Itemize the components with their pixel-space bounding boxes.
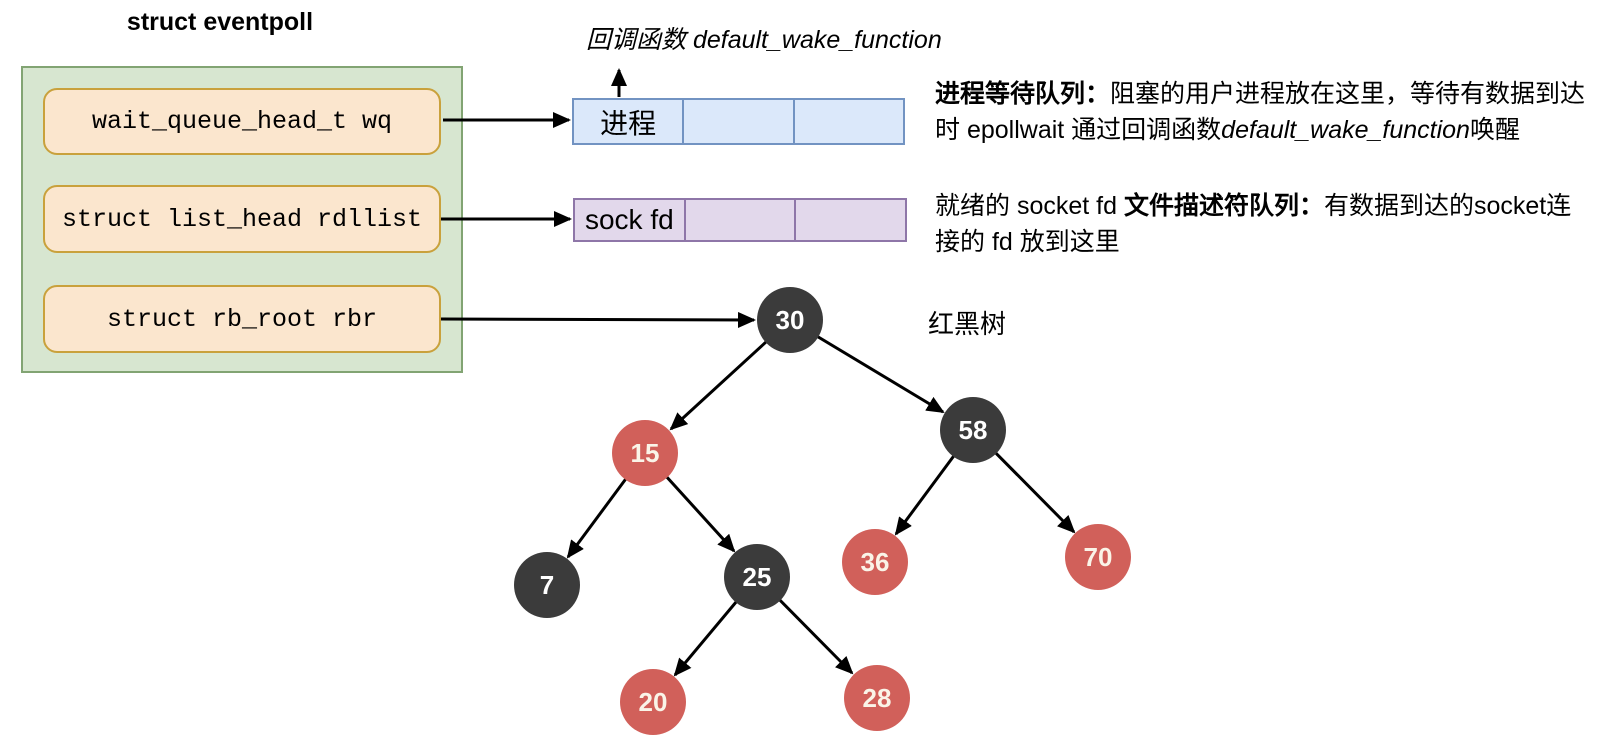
field-label: struct list_head rdllist	[61, 204, 423, 234]
desc-ready-list-term: 文件描述符队列：	[1123, 192, 1324, 220]
tree-node-28: 28	[844, 665, 910, 731]
tree-node-20: 20	[620, 669, 686, 735]
queue-cell-sockfd: sock fd	[575, 200, 686, 240]
node-value: 7	[539, 569, 555, 600]
queue-cell-empty	[686, 200, 797, 240]
tree-node-25: 25	[724, 544, 790, 610]
tree-node-15: 15	[612, 420, 678, 486]
queue-cell-empty	[684, 100, 795, 143]
node-value: 58	[958, 414, 988, 445]
field-rdllist: struct list_head rdllist	[43, 185, 441, 253]
field-rb-root: struct rb_root rbr	[43, 285, 441, 353]
page-title: struct eventpoll	[126, 8, 314, 36]
field-wait-queue-head: wait_queue_head_t wq	[43, 88, 441, 155]
tree-node-7: 7	[514, 552, 580, 618]
queue-cell-empty	[795, 100, 903, 143]
node-value: 36	[860, 546, 890, 577]
desc-text: 唤醒	[1469, 116, 1520, 144]
node-value: 25	[742, 561, 772, 592]
queue-cell-process: 进程	[574, 100, 685, 143]
node-value: 30	[775, 304, 805, 335]
tree-node-30: 30	[757, 287, 823, 353]
tree-node-58: 58	[940, 397, 1006, 463]
desc-ready-list: 就绪的 socket fd 文件描述符队列：有数据到达的socket连接的 fd…	[935, 188, 1595, 260]
process-wait-queue-box: 进程	[572, 98, 905, 145]
desc-text: 有数据到达的socket连接的 fd 放到这里	[935, 192, 1572, 256]
desc-callback-name: default_wake_function	[1221, 116, 1470, 144]
node-value: 70	[1083, 541, 1113, 572]
desc-text: 就绪的 socket fd	[935, 192, 1124, 220]
arrow-rbr-to-tree-root	[440, 311, 756, 328]
desc-wait-queue: 进程等待队列：阻塞的用户进程放在这里，等待有数据到达时 epollwait 通过…	[935, 76, 1595, 148]
node-value: 20	[638, 686, 668, 717]
tree-node-70: 70	[1065, 524, 1131, 590]
node-value: 15	[630, 437, 660, 468]
desc-text: 阻塞的用户进程放在这里，等待有数据到达时 epollwait 通过回调函数	[935, 80, 1586, 144]
callback-function-label: 回调函数 default_wake_function	[586, 26, 942, 54]
node-value: 28	[862, 682, 892, 713]
field-label: wait_queue_head_t wq	[91, 107, 393, 136]
ready-fd-list-box: sock fd	[573, 198, 907, 242]
queue-cell-empty	[796, 200, 905, 240]
field-label: struct rb_root rbr	[106, 304, 378, 334]
rbtree-label: 红黑树	[928, 309, 1007, 339]
tree-node-36: 36	[842, 529, 908, 595]
desc-wait-queue-term: 进程等待队列：	[935, 80, 1111, 108]
